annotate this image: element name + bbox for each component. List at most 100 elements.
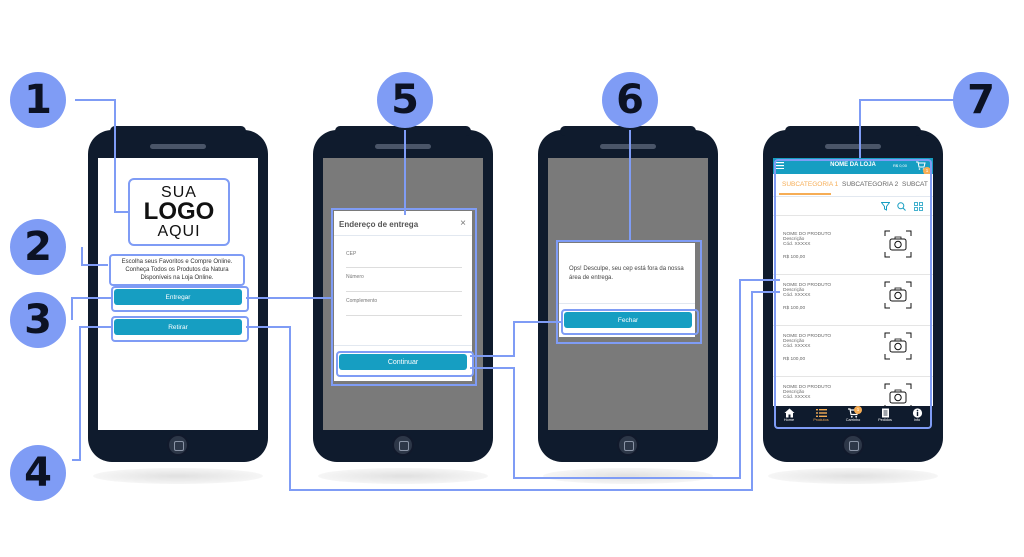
- step-badge-5: 5: [377, 72, 433, 128]
- phone-home-button: [617, 434, 639, 456]
- alert-message: Ops! Desculpe, seu cep está fora da noss…: [569, 266, 684, 281]
- product-code: Cód. XXXXX: [783, 242, 811, 247]
- product-description: Descrição: [783, 237, 805, 242]
- nav-home[interactable]: Home: [773, 408, 805, 422]
- nav-cart-label: Carrinho: [845, 418, 861, 422]
- nav-orders-label: Pedidos: [878, 418, 892, 422]
- tab-subcategory-1[interactable]: SUBCATEGORIA 1: [782, 181, 839, 188]
- app-header: NOME DA LOJA R$ 0,00 1: [773, 158, 933, 175]
- store-name: NOME DA LOJA: [830, 162, 876, 168]
- cep-label: CEP: [346, 251, 357, 257]
- step-badge-2: 2: [10, 219, 66, 275]
- modal-title: Endereço de entrega: [339, 220, 419, 229]
- store-logo: SUA LOGO AQUI: [128, 178, 230, 246]
- camera-icon: [884, 383, 912, 411]
- nav-info[interactable]: Info: [901, 408, 933, 422]
- subcategory-tabs: SUBCATEGORIA 1 SUBCATEGORIA 2 SUBCAT: [773, 174, 933, 197]
- phone-home-button: [392, 434, 414, 456]
- product-card[interactable]: NOME DO PRODUTO Descrição Cód. XXXXX R$ …: [773, 326, 933, 377]
- continue-button[interactable]: Continuar: [339, 354, 467, 370]
- deliver-button[interactable]: Entregar: [114, 289, 242, 305]
- step-badge-7: 7: [953, 72, 1009, 128]
- complement-input[interactable]: [346, 315, 462, 316]
- modal-divider: [334, 235, 472, 236]
- phone-speaker: [150, 144, 206, 149]
- nav-products-label: Produtos: [813, 418, 829, 422]
- screen-login: SUA LOGO AQUI Escolha seus Favoritos e C…: [98, 158, 258, 430]
- phone-address-modal: Endereço de entrega × CEP Número Complem…: [313, 126, 493, 462]
- active-tab-indicator: [779, 193, 831, 195]
- camera-icon: [884, 281, 912, 309]
- receipt-icon: [881, 408, 889, 418]
- phone-home-button: [167, 434, 189, 456]
- product-description: Descrição: [783, 339, 805, 344]
- phone-speaker: [600, 144, 656, 149]
- product-code: Cód. XXXXX: [783, 344, 811, 349]
- logo-line-2: LOGO: [143, 198, 215, 225]
- step-badge-3: 3: [10, 292, 66, 348]
- product-description: Descrição: [783, 390, 805, 395]
- phone-speaker: [375, 144, 431, 149]
- step-badge-4: 4: [10, 445, 66, 501]
- filter-icon[interactable]: [881, 202, 890, 211]
- product-card[interactable]: NOME DO PRODUTO Descrição Cód. XXXXX R$ …: [773, 275, 933, 326]
- product-code: Cód. XXXXX: [783, 293, 811, 298]
- product-name: NOME DO PRODUTO: [783, 232, 832, 237]
- camera-icon: [884, 230, 912, 258]
- tab-subcategory-2[interactable]: SUBCATEGORIA 2: [842, 181, 899, 188]
- grid-view-icon[interactable]: [914, 202, 923, 211]
- phone-shadow: [768, 468, 938, 484]
- product-name: NOME DO PRODUTO: [783, 385, 832, 390]
- nav-info-label: Info: [913, 418, 921, 422]
- phone-login: SUA LOGO AQUI Escolha seus Favoritos e C…: [88, 126, 268, 462]
- number-label: Número: [346, 274, 364, 280]
- modal-footer-divider: [334, 345, 472, 346]
- screen-address: Endereço de entrega × CEP Número Complem…: [323, 158, 483, 430]
- menu-icon[interactable]: [776, 162, 784, 169]
- cart-count-badge: 1: [923, 167, 931, 175]
- logo-line-3: AQUI: [157, 223, 201, 240]
- product-price: R$ 100,00: [783, 306, 806, 311]
- step-badge-1: 1: [10, 72, 66, 128]
- product-price: R$ 100,00: [783, 357, 806, 362]
- screen-products: NOME DA LOJA R$ 0,00 1 SUBCATEGORIA 1 SU…: [773, 158, 933, 430]
- number-input[interactable]: [346, 291, 462, 292]
- search-icon[interactable]: [897, 202, 906, 211]
- cep-input[interactable]: [346, 267, 462, 268]
- nav-orders[interactable]: Pedidos: [869, 408, 901, 422]
- product-price: R$ 100,00: [783, 255, 806, 260]
- nav-cart-badge: 1: [854, 406, 862, 414]
- close-icon[interactable]: ×: [460, 218, 466, 229]
- phone-out-of-area: Ops! Desculpe, seu cep está fora da noss…: [538, 126, 718, 462]
- product-card[interactable]: NOME DO PRODUTO Descrição Cód. XXXXX R$ …: [773, 224, 933, 275]
- cart-total: R$ 0,00: [892, 163, 907, 168]
- pickup-button[interactable]: Retirar: [114, 319, 242, 335]
- step-badge-6: 6: [602, 72, 658, 128]
- close-button[interactable]: Fechar: [564, 312, 692, 328]
- phone-products: NOME DA LOJA R$ 0,00 1 SUBCATEGORIA 1 SU…: [763, 126, 943, 462]
- complement-label: Complemento: [346, 298, 378, 304]
- phone-shadow: [318, 468, 488, 484]
- tab-subcategory-3[interactable]: SUBCAT: [902, 181, 928, 188]
- product-description: Descrição: [783, 288, 805, 293]
- nav-products[interactable]: Produtos: [805, 408, 837, 422]
- phone-speaker: [825, 144, 881, 149]
- bottom-navigation: Home Produtos Carrinho: [773, 406, 933, 430]
- screen-highlight-frame: [774, 159, 932, 429]
- list-icon: [815, 409, 827, 417]
- phone-home-button: [842, 434, 864, 456]
- screen-out-of-area: Ops! Desculpe, seu cep está fora da noss…: [548, 158, 708, 430]
- phone-shadow: [93, 468, 263, 484]
- logo-line-1: SUA: [161, 184, 197, 201]
- camera-icon: [884, 332, 912, 360]
- home-icon: [784, 408, 794, 418]
- info-icon: [912, 408, 922, 418]
- store-description: Escolha seus Favoritos e Compre Online. …: [109, 254, 245, 286]
- toolbar-divider: [773, 215, 933, 216]
- product-code: Cód. XXXXX: [783, 395, 811, 400]
- phone-shadow: [543, 468, 713, 484]
- product-name: NOME DO PRODUTO: [783, 334, 832, 339]
- product-name: NOME DO PRODUTO: [783, 283, 832, 288]
- nav-home-label: Home: [783, 418, 795, 422]
